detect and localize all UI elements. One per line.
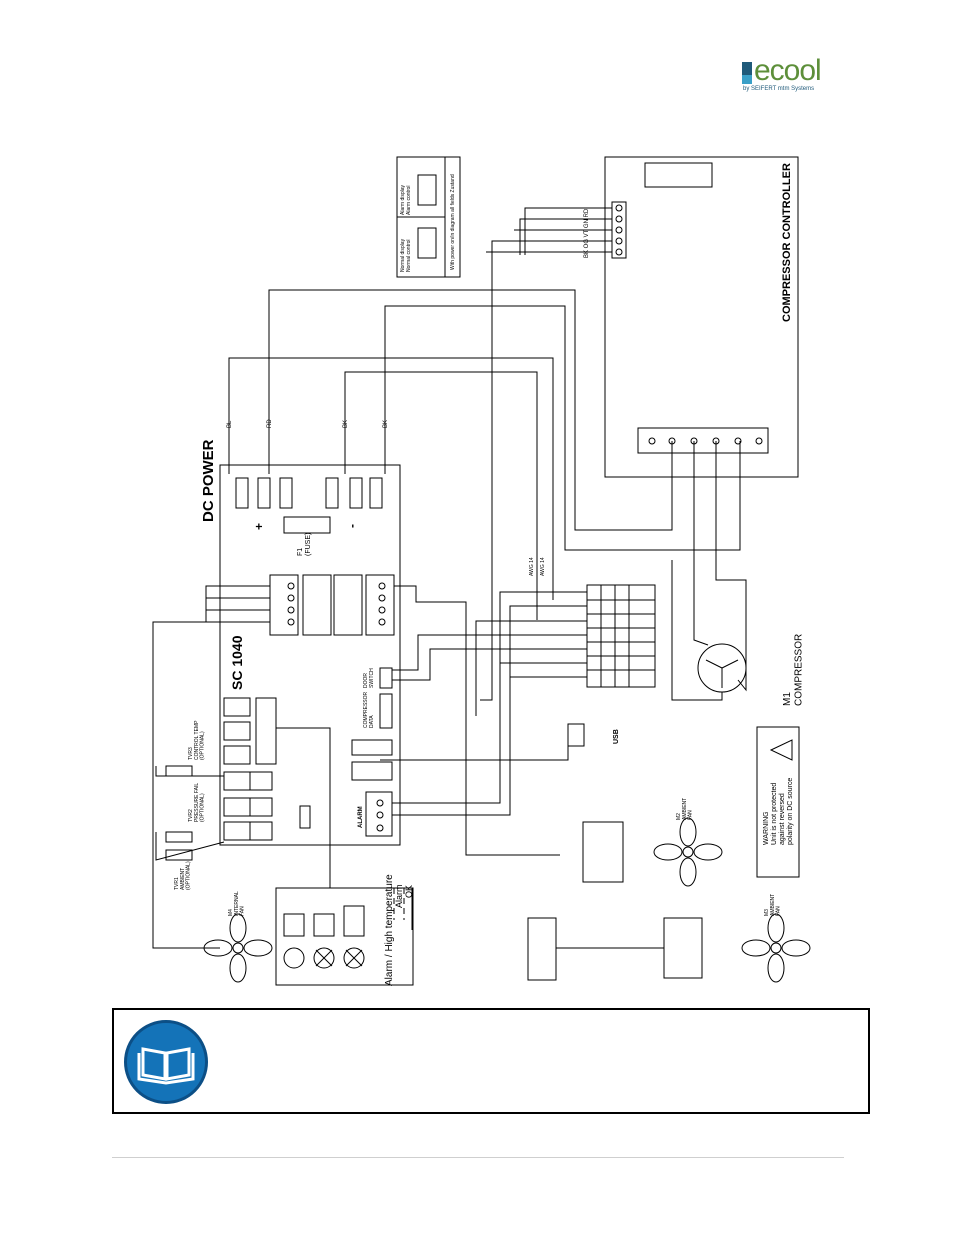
awg-label-2: AWG 14 [540,557,546,576]
dc-power-wires: BL RD BK BK [227,289,741,620]
m4-label: M4INTERNALFAN [228,891,246,916]
logo-tagline: by SEIFERT mtm Systems [743,86,815,92]
plus-sign: + [252,523,266,530]
conn1-wires [152,585,560,949]
sc1040-board: + - F1(FUSE) DC POWER SC 1040 ALARM DOOR… [200,439,401,846]
controller-title: COMPRESSOR CONTROLLER [781,163,793,322]
dc-power-title: DC POWER [200,439,217,522]
wire-bk-2: BK [383,420,389,428]
alarm-label: ALARM [358,806,364,828]
legend-alarm-high: Alarm / High temperature [384,874,395,986]
tvr1-label: TVR1AMBIENT(OPTIONAL) [174,861,192,890]
inset-legend: With power on/in diagram all fields Zust… [396,156,461,278]
manual-notice-box [112,1008,870,1114]
data-wires-label: BK OG VT GN RD [584,208,590,258]
legend-ok: OK [404,885,414,898]
inset-right: Alarm displayAlarm control [400,184,412,215]
data-wires [480,207,612,701]
book-glyph [137,1047,195,1085]
usb-port: USB [380,723,620,761]
tvr3-label: TVR3CONTROL TEMP(OPTIONAL) [188,720,206,760]
ecool-logo: ecool by SEIFERT mtm Systems [742,54,852,98]
temperature-sensors: TVR3CONTROL TEMP(OPTIONAL) TVR2PRESSURE … [155,720,225,890]
inset-left: Normal displayNormal control [400,238,412,272]
display-panel: Alarm / High temperature Alarm OK [275,727,414,986]
logo-text: ecool [754,54,822,87]
compressor-label: M1COMPRESSOR [782,634,805,706]
compressor-controller: COMPRESSOR CONTROLLER BK OG VT GN RD [584,156,799,478]
fan-m4: M4INTERNALFAN [203,891,273,983]
inset-foot: With power on/in diagram all fields Zust… [450,174,456,270]
warning-text: WARNINGUnit is not protectedagainst reve… [763,778,794,845]
warning-box: WARNINGUnit is not protectedagainst reve… [756,726,800,878]
read-manual-icon [124,1020,208,1104]
footer-divider [112,1157,844,1158]
legend-alarm: Alarm [394,884,404,908]
compressor-motor: M1COMPRESSOR [671,441,805,706]
usb-label: USB [613,729,620,744]
logo-mark [742,62,752,84]
fan-m3: M3AMBIENTFAN [527,894,811,983]
wire-bk: BK [343,420,349,428]
tvr2-label: TVR2PRESSURE FAIL(OPTIONAL) [188,783,206,822]
awg-label-1: AWG 14 [529,557,535,576]
fuse-label: F1(FUSE) [297,533,312,556]
wire-bl: BL [227,420,233,428]
door-switch-label: DOORSWITCH [363,668,375,688]
terminal-strip: AWG 14 AWG 14 [392,557,656,816]
minus-sign: - [345,524,359,528]
wire-rd: RD [267,419,273,428]
compressor-data-label: COMPRESSORDATA [363,691,375,728]
m2-label: M2AMBIENTFAN [676,798,694,820]
fan-m2: M2AMBIENTFAN [582,798,723,887]
m3-label: M3AMBIENTFAN [764,894,782,916]
board-title: SC 1040 [229,635,245,690]
